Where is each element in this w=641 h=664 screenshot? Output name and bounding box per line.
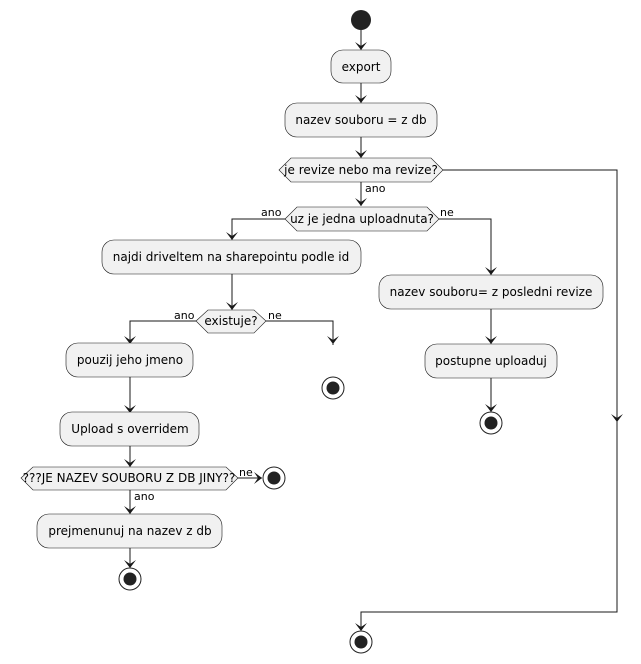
decision-label: je revize nebo ma revize?	[283, 163, 438, 177]
edges	[124, 30, 623, 631]
stop-node	[321, 376, 345, 400]
action-label: postupne uploaduj	[435, 354, 547, 368]
arrow-head	[124, 560, 136, 568]
arrow-head	[226, 302, 238, 310]
arrow-head	[355, 623, 367, 631]
stop-node	[349, 630, 373, 654]
action-label: najdi driveltem na sharepointu podle id	[113, 250, 349, 264]
edge-revize-else	[360, 169, 618, 630]
action-label: prejmenunuj na nazev z db	[48, 524, 211, 538]
action-nazev-db: nazev souboru = z db	[284, 102, 438, 138]
edge-existuje-ne	[266, 320, 334, 345]
arrow-head	[611, 414, 623, 422]
edge-uploadnuta-ne	[439, 218, 492, 275]
decision-label: uz je jedna uploadnuta?	[290, 212, 434, 226]
edge-existuje-ano	[129, 320, 196, 344]
arrow-head	[485, 336, 497, 344]
decision-label: existuje?	[204, 314, 257, 328]
action-prejmenuj: prejmenunuj na nazev z db	[36, 513, 223, 549]
decision-label: ???JE NAZEV SOUBORU Z DB JINY??	[23, 471, 236, 485]
guard-label: ne	[239, 466, 253, 479]
action-upload: Upload s overridem	[59, 411, 200, 447]
guard-label: ano	[134, 490, 155, 503]
stop-node	[262, 466, 286, 490]
action-pouzij: pouzij jeho jmeno	[65, 342, 194, 378]
guard-label: ne	[268, 309, 282, 322]
decision-jiny: ???JE NAZEV SOUBORU Z DB JINY??	[20, 466, 239, 491]
guard-label: ano	[174, 309, 195, 322]
stop-node	[118, 567, 142, 591]
decision-uploadnuta: uz je jedna uploadnuta?	[284, 206, 440, 232]
arrow-head	[355, 42, 367, 50]
action-postupne: postupne uploaduj	[424, 343, 558, 379]
guard-label: ne	[440, 206, 454, 219]
decision-existuje: existuje?	[195, 309, 267, 334]
action-label: nazev souboru = z db	[295, 113, 426, 127]
stop-node	[479, 411, 503, 435]
guard-label: ano	[261, 206, 282, 219]
action-nazev-revize: nazev souboru= z posledni revize	[378, 274, 604, 310]
arrow-head	[226, 232, 238, 240]
arrow-head	[355, 150, 367, 158]
action-najdi: najdi driveltem na sharepointu podle id	[101, 239, 362, 275]
arrow-head	[254, 472, 262, 484]
arrow-head	[485, 267, 497, 275]
action-label: Upload s overridem	[71, 422, 188, 436]
arrow-head	[485, 404, 497, 412]
action-label: pouzij jeho jmeno	[77, 353, 183, 367]
edge-uploadnuta-ano	[231, 218, 285, 240]
arrow-head	[124, 405, 136, 413]
decision-revize: je revize nebo ma revize?	[278, 157, 444, 183]
arrow-head	[124, 336, 136, 344]
action-label: export	[342, 60, 381, 74]
start-node	[351, 10, 371, 30]
guard-label: ano	[365, 182, 386, 195]
arrow-head	[124, 506, 136, 514]
action-export: export	[330, 49, 392, 84]
arrow-head	[355, 95, 367, 103]
arrow-head	[355, 198, 367, 206]
action-label: nazev souboru= z posledni revize	[390, 285, 593, 299]
arrow-head	[327, 336, 339, 344]
arrow-head	[124, 459, 136, 467]
